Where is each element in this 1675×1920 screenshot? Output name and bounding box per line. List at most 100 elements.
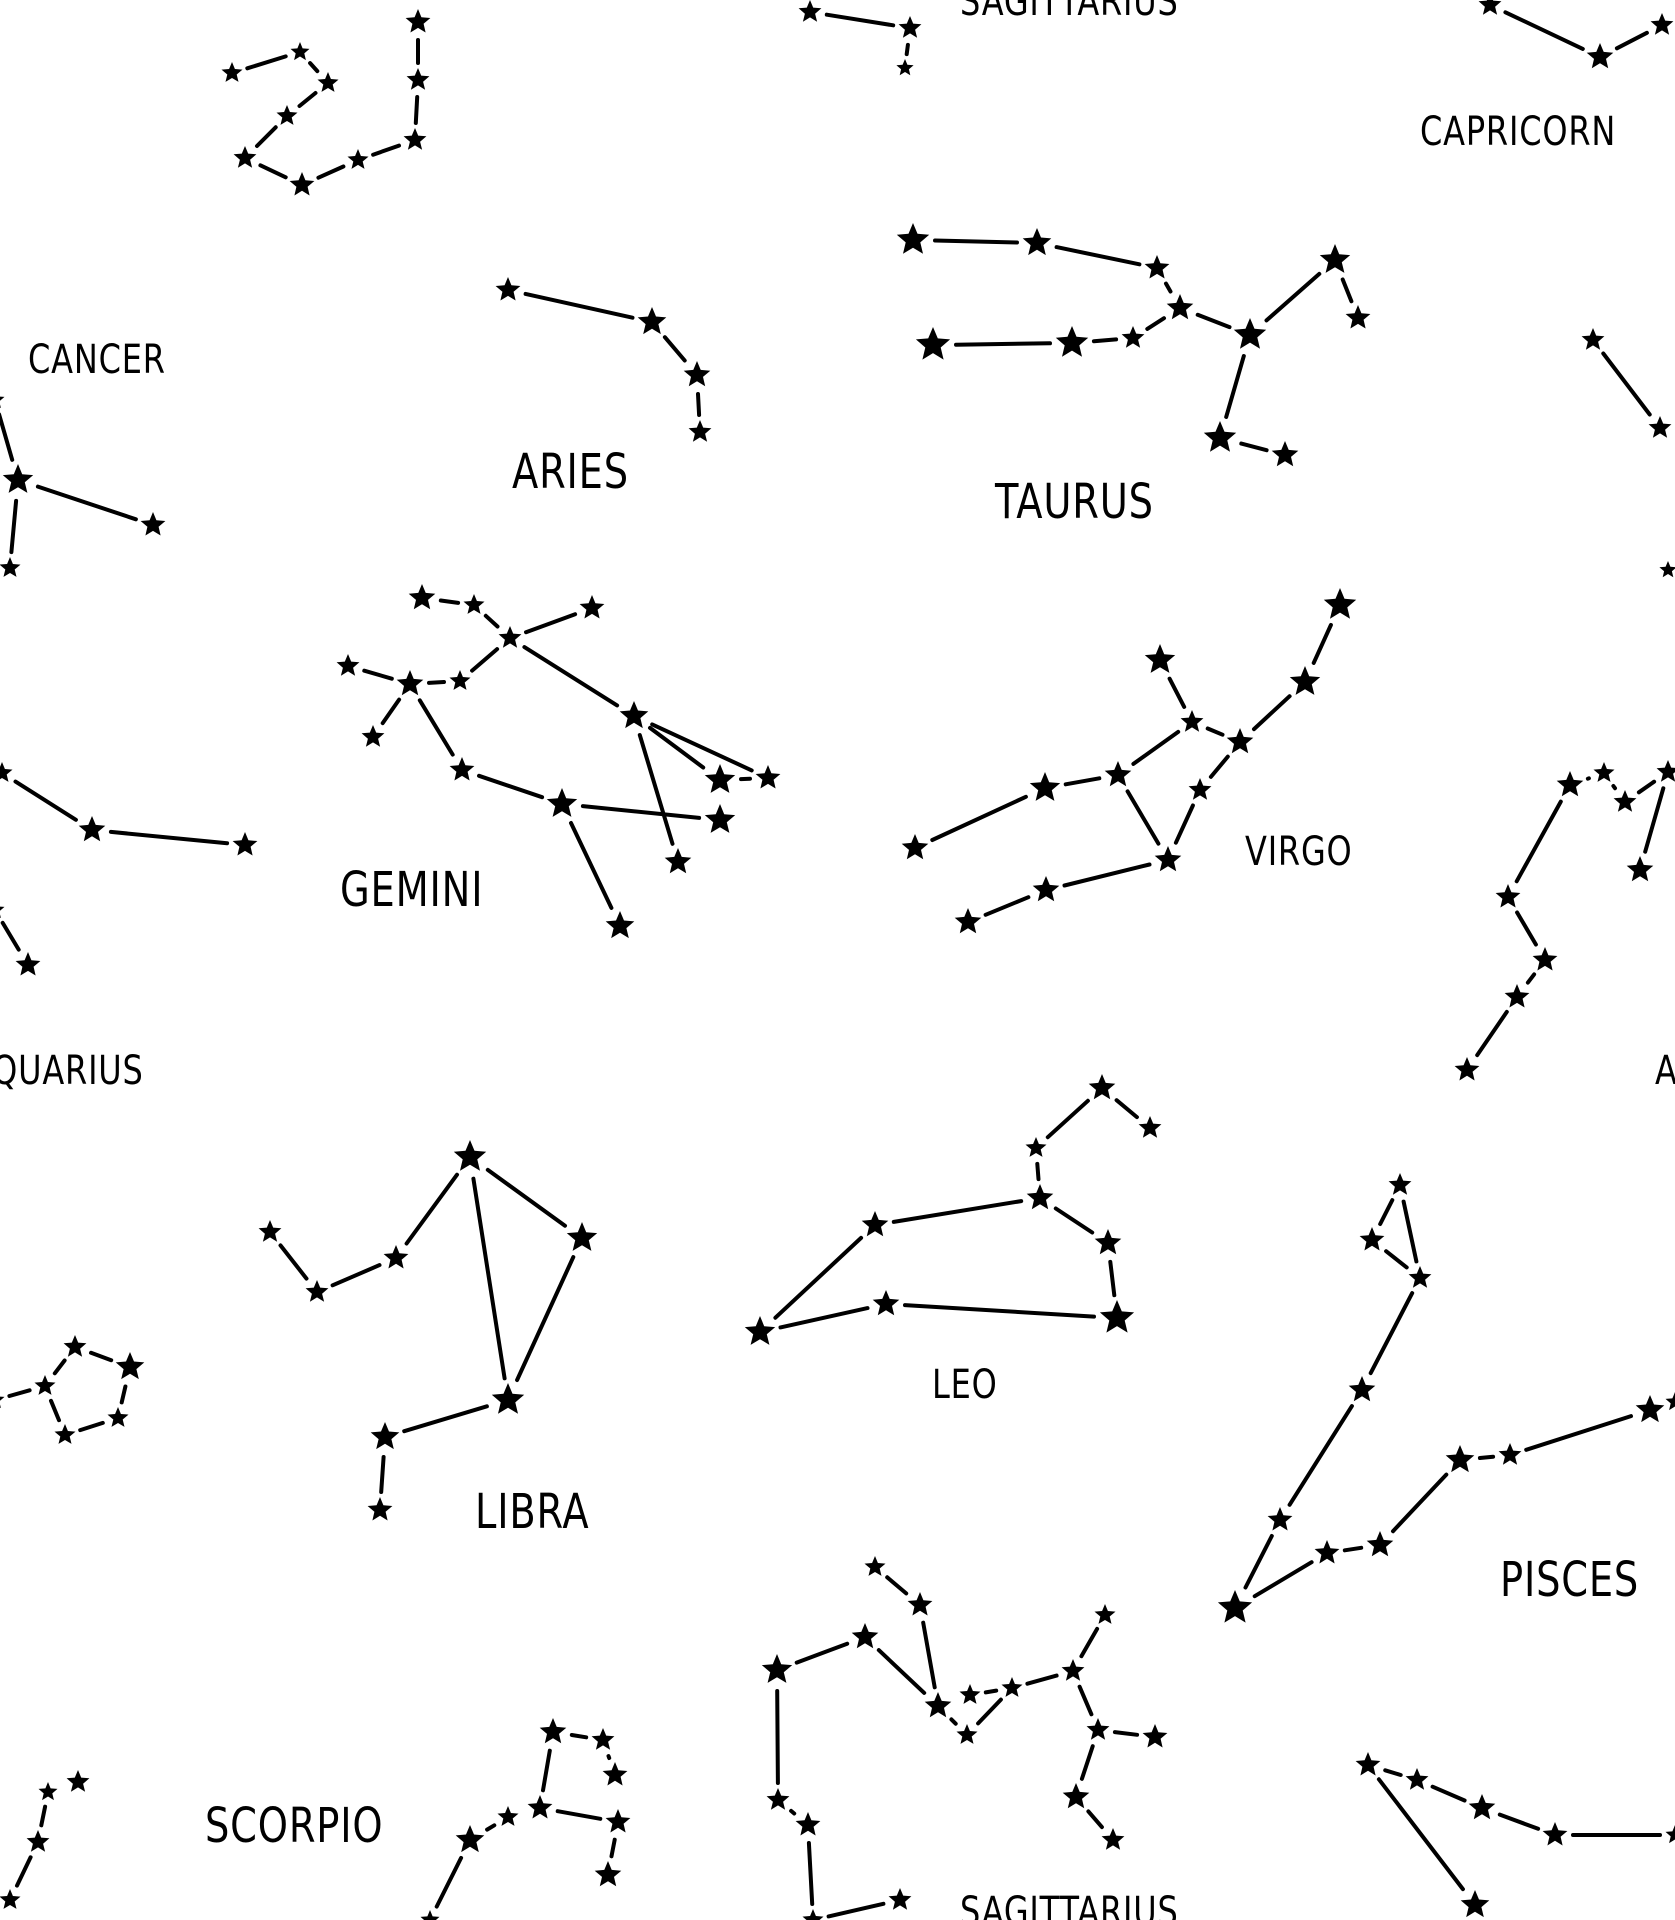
star-icon — [1062, 1783, 1090, 1809]
constellation-line — [485, 1823, 497, 1832]
star-icon — [1445, 1445, 1475, 1473]
constellation-line — [1525, 972, 1537, 985]
star-icon — [901, 834, 929, 860]
star-icon — [898, 16, 922, 38]
star-icon — [1613, 790, 1637, 812]
constellation-line — [930, 794, 1028, 842]
star-icon — [1408, 1266, 1432, 1288]
constellation-line — [1112, 1730, 1140, 1737]
star-icon — [1271, 441, 1299, 467]
constellation-right-edge-middle-lines — [1475, 776, 1666, 1058]
star-icon — [602, 1762, 628, 1786]
constellation-line — [1643, 786, 1666, 854]
constellation-line — [696, 392, 702, 417]
constellation-line — [1164, 281, 1173, 294]
star-icon — [1055, 326, 1089, 357]
star-icon — [954, 908, 982, 934]
star-icon — [1025, 1137, 1047, 1157]
constellation-line — [569, 1733, 589, 1740]
star-icon — [1586, 43, 1614, 69]
star-icon — [449, 757, 475, 781]
constellation-right-edge-middle — [1454, 760, 1675, 1081]
label-sagittarius-top: SAGITTARIUS — [960, 0, 1179, 25]
constellation-line — [904, 42, 910, 57]
constellation-line — [1195, 312, 1232, 330]
star-icon — [115, 1352, 145, 1380]
constellation-aries — [495, 277, 712, 442]
star-icon — [924, 1692, 952, 1718]
star-icon — [1593, 762, 1615, 782]
star-icon — [802, 1909, 824, 1920]
star-icon — [896, 223, 930, 254]
constellation-line — [1167, 676, 1187, 709]
constellation-line — [258, 163, 288, 180]
constellation-line — [1079, 1744, 1095, 1781]
star-icon — [1659, 561, 1675, 578]
constellation-line — [1401, 1199, 1419, 1264]
star-icon — [566, 1222, 598, 1251]
constellation-aquarius-left-lines — [0, 779, 230, 952]
star-icon — [34, 1375, 56, 1395]
star-icon — [744, 1316, 776, 1345]
star-icon — [455, 1825, 485, 1853]
constellation-cancer — [0, 396, 166, 577]
star-icon — [1665, 1392, 1675, 1411]
star-icon — [1454, 1057, 1480, 1081]
label-aquarius-right: A — [1655, 1051, 1675, 1091]
constellation-line — [1045, 1098, 1090, 1140]
constellation-line — [555, 1809, 603, 1821]
constellation-pisces — [1217, 1173, 1675, 1623]
constellation-line — [609, 1837, 617, 1859]
star-icon — [1022, 228, 1052, 256]
star-icon — [761, 1654, 793, 1683]
star-icon — [396, 670, 424, 696]
constellation-line — [1477, 1454, 1496, 1460]
constellation-right-edge-top — [1581, 328, 1675, 578]
star-icon — [498, 626, 522, 648]
constellation-line — [523, 291, 635, 320]
star-icon — [1626, 856, 1654, 882]
star-icon — [63, 1335, 87, 1357]
constellation-line — [297, 91, 318, 108]
label-taurus: TAURUS — [995, 474, 1154, 530]
constellation-taurus-lines — [933, 238, 1354, 453]
constellation-line — [954, 341, 1052, 347]
star-icon — [605, 1809, 631, 1833]
constellation-line — [1025, 1673, 1059, 1686]
constellation-line — [1515, 910, 1538, 947]
constellation-gemini — [336, 584, 781, 939]
label-capricorn: CAPRICORN — [1420, 109, 1617, 155]
star-icon — [1468, 1794, 1496, 1820]
star-icon — [1094, 1229, 1122, 1255]
constellation-line — [773, 1235, 864, 1320]
constellation-line — [362, 668, 394, 681]
star-icon — [0, 1889, 21, 1909]
constellation-line — [438, 598, 461, 605]
star-icon — [1556, 771, 1584, 797]
constellation-libra — [258, 1140, 598, 1521]
constellation-line — [371, 143, 401, 157]
label-sagittarius-bottom: SAGITTARIUS — [960, 1889, 1179, 1920]
star-icon — [1648, 416, 1672, 438]
constellation-line — [1054, 245, 1142, 267]
star-icon — [1314, 1540, 1340, 1564]
constellation-line — [1091, 337, 1119, 344]
star-icon — [1542, 1822, 1568, 1846]
star-icon — [579, 595, 605, 619]
constellation-line — [1611, 784, 1617, 791]
star-icon — [1319, 244, 1351, 273]
constellation-bottom-right — [1355, 1752, 1675, 1918]
constellation-line — [885, 1575, 909, 1596]
star-icon — [1267, 1507, 1293, 1531]
constellation-line — [39, 1804, 48, 1828]
constellation-line — [1391, 1472, 1449, 1534]
constellation-line — [778, 1306, 870, 1330]
constellation-line — [15, 1855, 33, 1888]
constellation-line — [78, 1420, 105, 1433]
constellation-virgo — [901, 588, 1357, 934]
star-icon — [1166, 294, 1194, 320]
constellation-line — [933, 238, 1019, 245]
star-icon — [1656, 760, 1675, 782]
constellation-line — [1503, 10, 1585, 51]
